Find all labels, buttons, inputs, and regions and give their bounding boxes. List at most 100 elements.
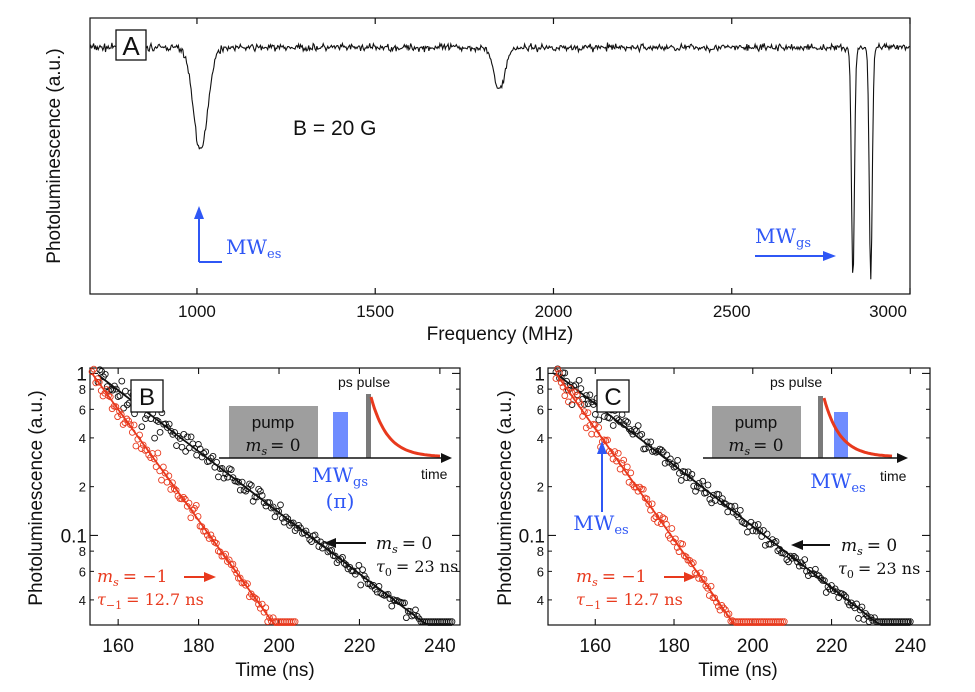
c-red-tau: τ−1= 12.7 ns <box>576 590 683 612</box>
pump-label: pump <box>735 413 778 432</box>
panel-c-data-point <box>625 478 633 486</box>
pl-decay-curve <box>822 397 893 458</box>
panel-b-data-point <box>271 513 279 521</box>
panel-a-label-box <box>115 29 147 61</box>
panel-b-data-point <box>138 423 146 431</box>
panel-b-data-point <box>251 594 259 602</box>
panel-b-y-minor-label: 2 <box>79 480 86 495</box>
panel-c-y-minor-label: 2 <box>537 480 544 495</box>
b-red-arrow-head <box>204 572 216 582</box>
b-red-state: ms= −1 <box>97 567 168 589</box>
panel-b-fit-line <box>91 372 296 626</box>
panel-b-data-point <box>118 377 126 385</box>
panel-c-data-point <box>609 422 617 429</box>
panel-a-x-tick-label: 1500 <box>356 302 394 321</box>
panel-b-data-point <box>173 442 180 449</box>
panel-c-y-minor-label: 4 <box>537 593 544 608</box>
panel-b-data-point <box>242 581 250 589</box>
c-black-tau: τ0= 23 ns <box>838 559 920 581</box>
panel-b-data-point <box>132 442 140 450</box>
panel-c-data-point <box>799 562 807 570</box>
panel-b-y-axis-label: Photoluminescence (a.u.) <box>26 390 47 605</box>
panel-c-data-point <box>822 589 830 596</box>
panel-c-data-point <box>731 502 739 510</box>
panel-c-y-tick-label: 1 <box>534 364 545 385</box>
panel-b-y-minor-label: 8 <box>79 544 86 559</box>
panel-c-y-minor-label: 6 <box>537 402 544 417</box>
b-black-arrow-head <box>324 538 336 548</box>
panel-b-data-point <box>284 515 292 523</box>
panel-b-data-point <box>355 561 363 569</box>
panel-b-data-point <box>227 466 235 473</box>
panel-b-data-point <box>150 455 158 463</box>
panel-b-data-point <box>402 614 410 622</box>
panel-c-data-point <box>744 528 751 536</box>
panel-b-x-tick-label: 240 <box>424 636 456 657</box>
panel-b-data-point <box>300 529 308 537</box>
panel-a-x-tick-label: 2000 <box>535 302 573 321</box>
panel-b-data-point <box>187 433 195 441</box>
panel-b-data-point <box>105 392 112 400</box>
panel-c-data-point <box>631 426 638 433</box>
panel-c-data-point <box>604 436 611 444</box>
c-mw-es-label: MWes <box>573 511 628 538</box>
panel-b-data-point <box>195 441 202 448</box>
panel-c-data-point <box>672 463 680 470</box>
panel-c-data-point <box>715 491 723 498</box>
panel-c-data-point <box>724 508 732 516</box>
panel-c-data-point <box>624 418 631 426</box>
panel-b-data-point <box>246 480 253 488</box>
panel-c-data-point <box>719 495 726 502</box>
panel-a-x-axis-label: Frequency (MHz) <box>427 324 574 345</box>
ps-pulse-bar <box>818 396 823 458</box>
mw-es-label: MWes <box>226 235 281 262</box>
panel-a-x-tick-label: 2500 <box>713 302 751 321</box>
panel-b-data-point <box>165 420 173 428</box>
panel-c-label-box <box>596 379 630 413</box>
panel-a-frame <box>89 17 911 295</box>
panel-b-data-point <box>357 581 365 589</box>
panel-b-y-minor-label: 6 <box>79 564 86 579</box>
panel-c-fit-line <box>555 372 911 626</box>
panel-c-data-point <box>711 594 719 602</box>
panel-c-data-point <box>749 527 757 535</box>
time-label: time <box>880 468 907 484</box>
panel-c-data-point <box>704 481 712 489</box>
panel-b-x-tick-label: 200 <box>263 636 295 657</box>
panel-c-data-point <box>810 570 817 577</box>
panel-a-y-axis-label: Photoluminescence (a.u.) <box>44 48 65 263</box>
panel-c-data-point <box>785 558 792 566</box>
mw-es-pulse-label: MWes <box>810 469 865 496</box>
panel-c-data-point <box>659 514 667 521</box>
panel-c-data-point <box>642 445 649 453</box>
panel-b-data-point <box>154 449 162 457</box>
panel-c-x-tick-label: 180 <box>658 636 690 657</box>
panel-c-data-point <box>699 477 707 485</box>
panel-b-data-point <box>202 448 210 456</box>
panel-b-data-point <box>178 443 186 451</box>
panel-c-data-point <box>679 540 686 548</box>
b-black-state: ms= 0 <box>376 534 432 556</box>
panel-b-label-box <box>130 379 164 413</box>
panel-b-data-point <box>95 378 103 386</box>
panel-c-data-point <box>595 424 603 431</box>
panel-b-y-minor-label: 6 <box>79 402 86 417</box>
panel-c-y-tick-label: 0.1 <box>519 526 545 547</box>
panel-b-data-point <box>231 566 239 574</box>
panel-c-data-point <box>554 365 562 373</box>
mw-gs-pulse-label: MWgs <box>312 463 368 490</box>
panel-c-data-point <box>736 506 744 514</box>
field-label: B = 20 G <box>293 117 376 140</box>
panel-c-data-point <box>661 515 669 523</box>
mw-pi-pulse <box>333 412 348 458</box>
panel-b-data-point <box>101 370 109 378</box>
panel-b-data-point <box>258 492 266 499</box>
c-red-arrow-head <box>684 572 696 582</box>
panel-b-pulse-sequence: pump ms= 0 time ps pulse MWgs (π) <box>219 374 452 513</box>
panel-b-data-point <box>182 448 189 455</box>
panel-b-data-point <box>187 514 195 522</box>
pump-pulse <box>712 406 801 458</box>
panel-c-pulse-sequence: pump ms= 0 time ps pulse MWes <box>703 374 908 496</box>
panel-b-data-point <box>229 474 237 481</box>
panel-b-data-point <box>120 404 127 412</box>
